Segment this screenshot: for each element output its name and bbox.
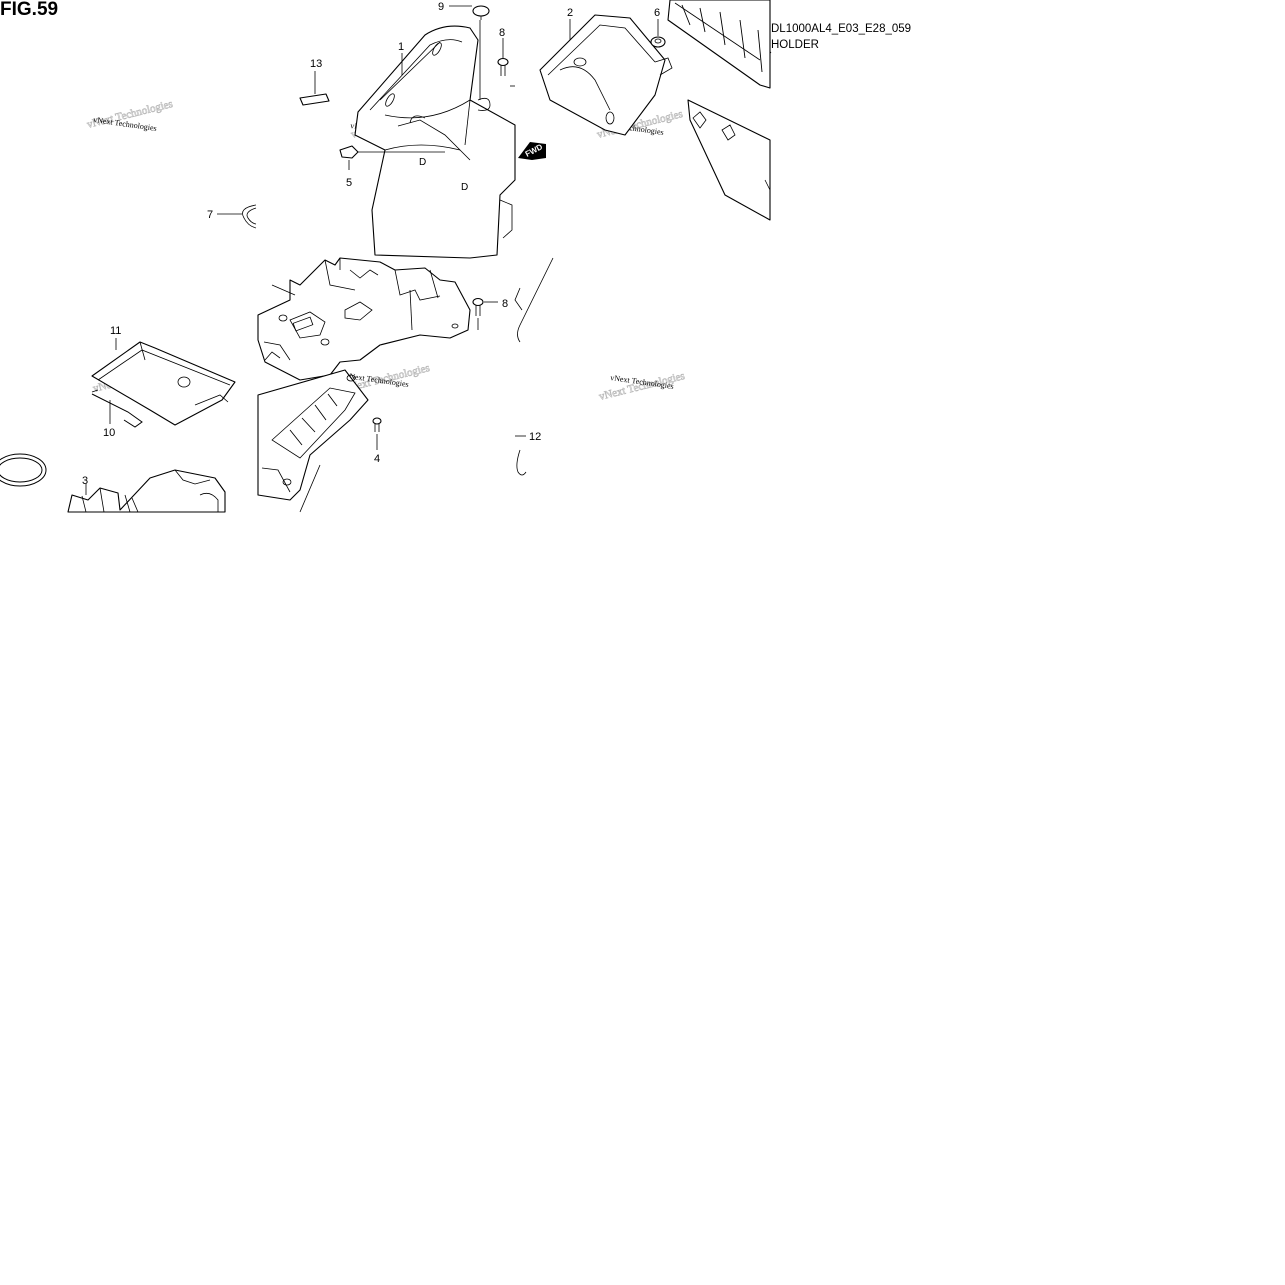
figure-title: FIG.59 <box>0 0 59 20</box>
right-panel <box>687 99 771 221</box>
callout-8-lower: 8 <box>502 298 508 310</box>
callout-6: 6 <box>654 7 660 19</box>
part-8-screw-upper <box>497 38 515 87</box>
figure-code: DL1000AL4_E03_E28_059 <box>771 23 912 35</box>
part-1-holder-frame: D D <box>354 25 516 259</box>
callout-13: 13 <box>310 58 322 70</box>
part-4-screw <box>372 417 382 450</box>
part-5-clip <box>339 145 445 170</box>
part-2-cover <box>539 14 673 136</box>
callout-7: 7 <box>207 209 213 221</box>
lower-swing-bracket <box>257 369 369 513</box>
part-13-pad <box>299 93 330 106</box>
callout-1: 1 <box>398 41 404 53</box>
part-8-screw-lower <box>472 297 498 330</box>
callout-9: 9 <box>438 1 444 13</box>
callout-11: 11 <box>110 325 121 337</box>
upper-right-panel <box>667 0 771 89</box>
part-7-ring <box>217 204 257 229</box>
callout-8-upper: 8 <box>499 27 505 39</box>
lower-tray <box>257 257 471 381</box>
part-11-tool-bag <box>91 341 236 426</box>
mark-d: D <box>419 157 426 168</box>
o-ring <box>0 453 47 487</box>
figure-caption: HOLDER <box>771 39 819 51</box>
fwd-arrow: FWD <box>518 142 546 160</box>
part-10-hex-key <box>91 389 143 428</box>
part-6-grommet <box>650 36 666 48</box>
part-9-screw <box>449 5 490 100</box>
callout-4: 4 <box>374 453 380 465</box>
part-12-hook <box>515 435 527 476</box>
callout-5: 5 <box>346 177 352 189</box>
callout-2: 2 <box>567 7 573 19</box>
mid-right-bracket <box>514 257 554 343</box>
part-3-bracket <box>67 469 226 513</box>
callout-10: 10 <box>103 427 115 439</box>
callout-3: 3 <box>82 475 88 487</box>
mark-d: D <box>461 182 468 193</box>
callout-12: 12 <box>529 431 541 443</box>
